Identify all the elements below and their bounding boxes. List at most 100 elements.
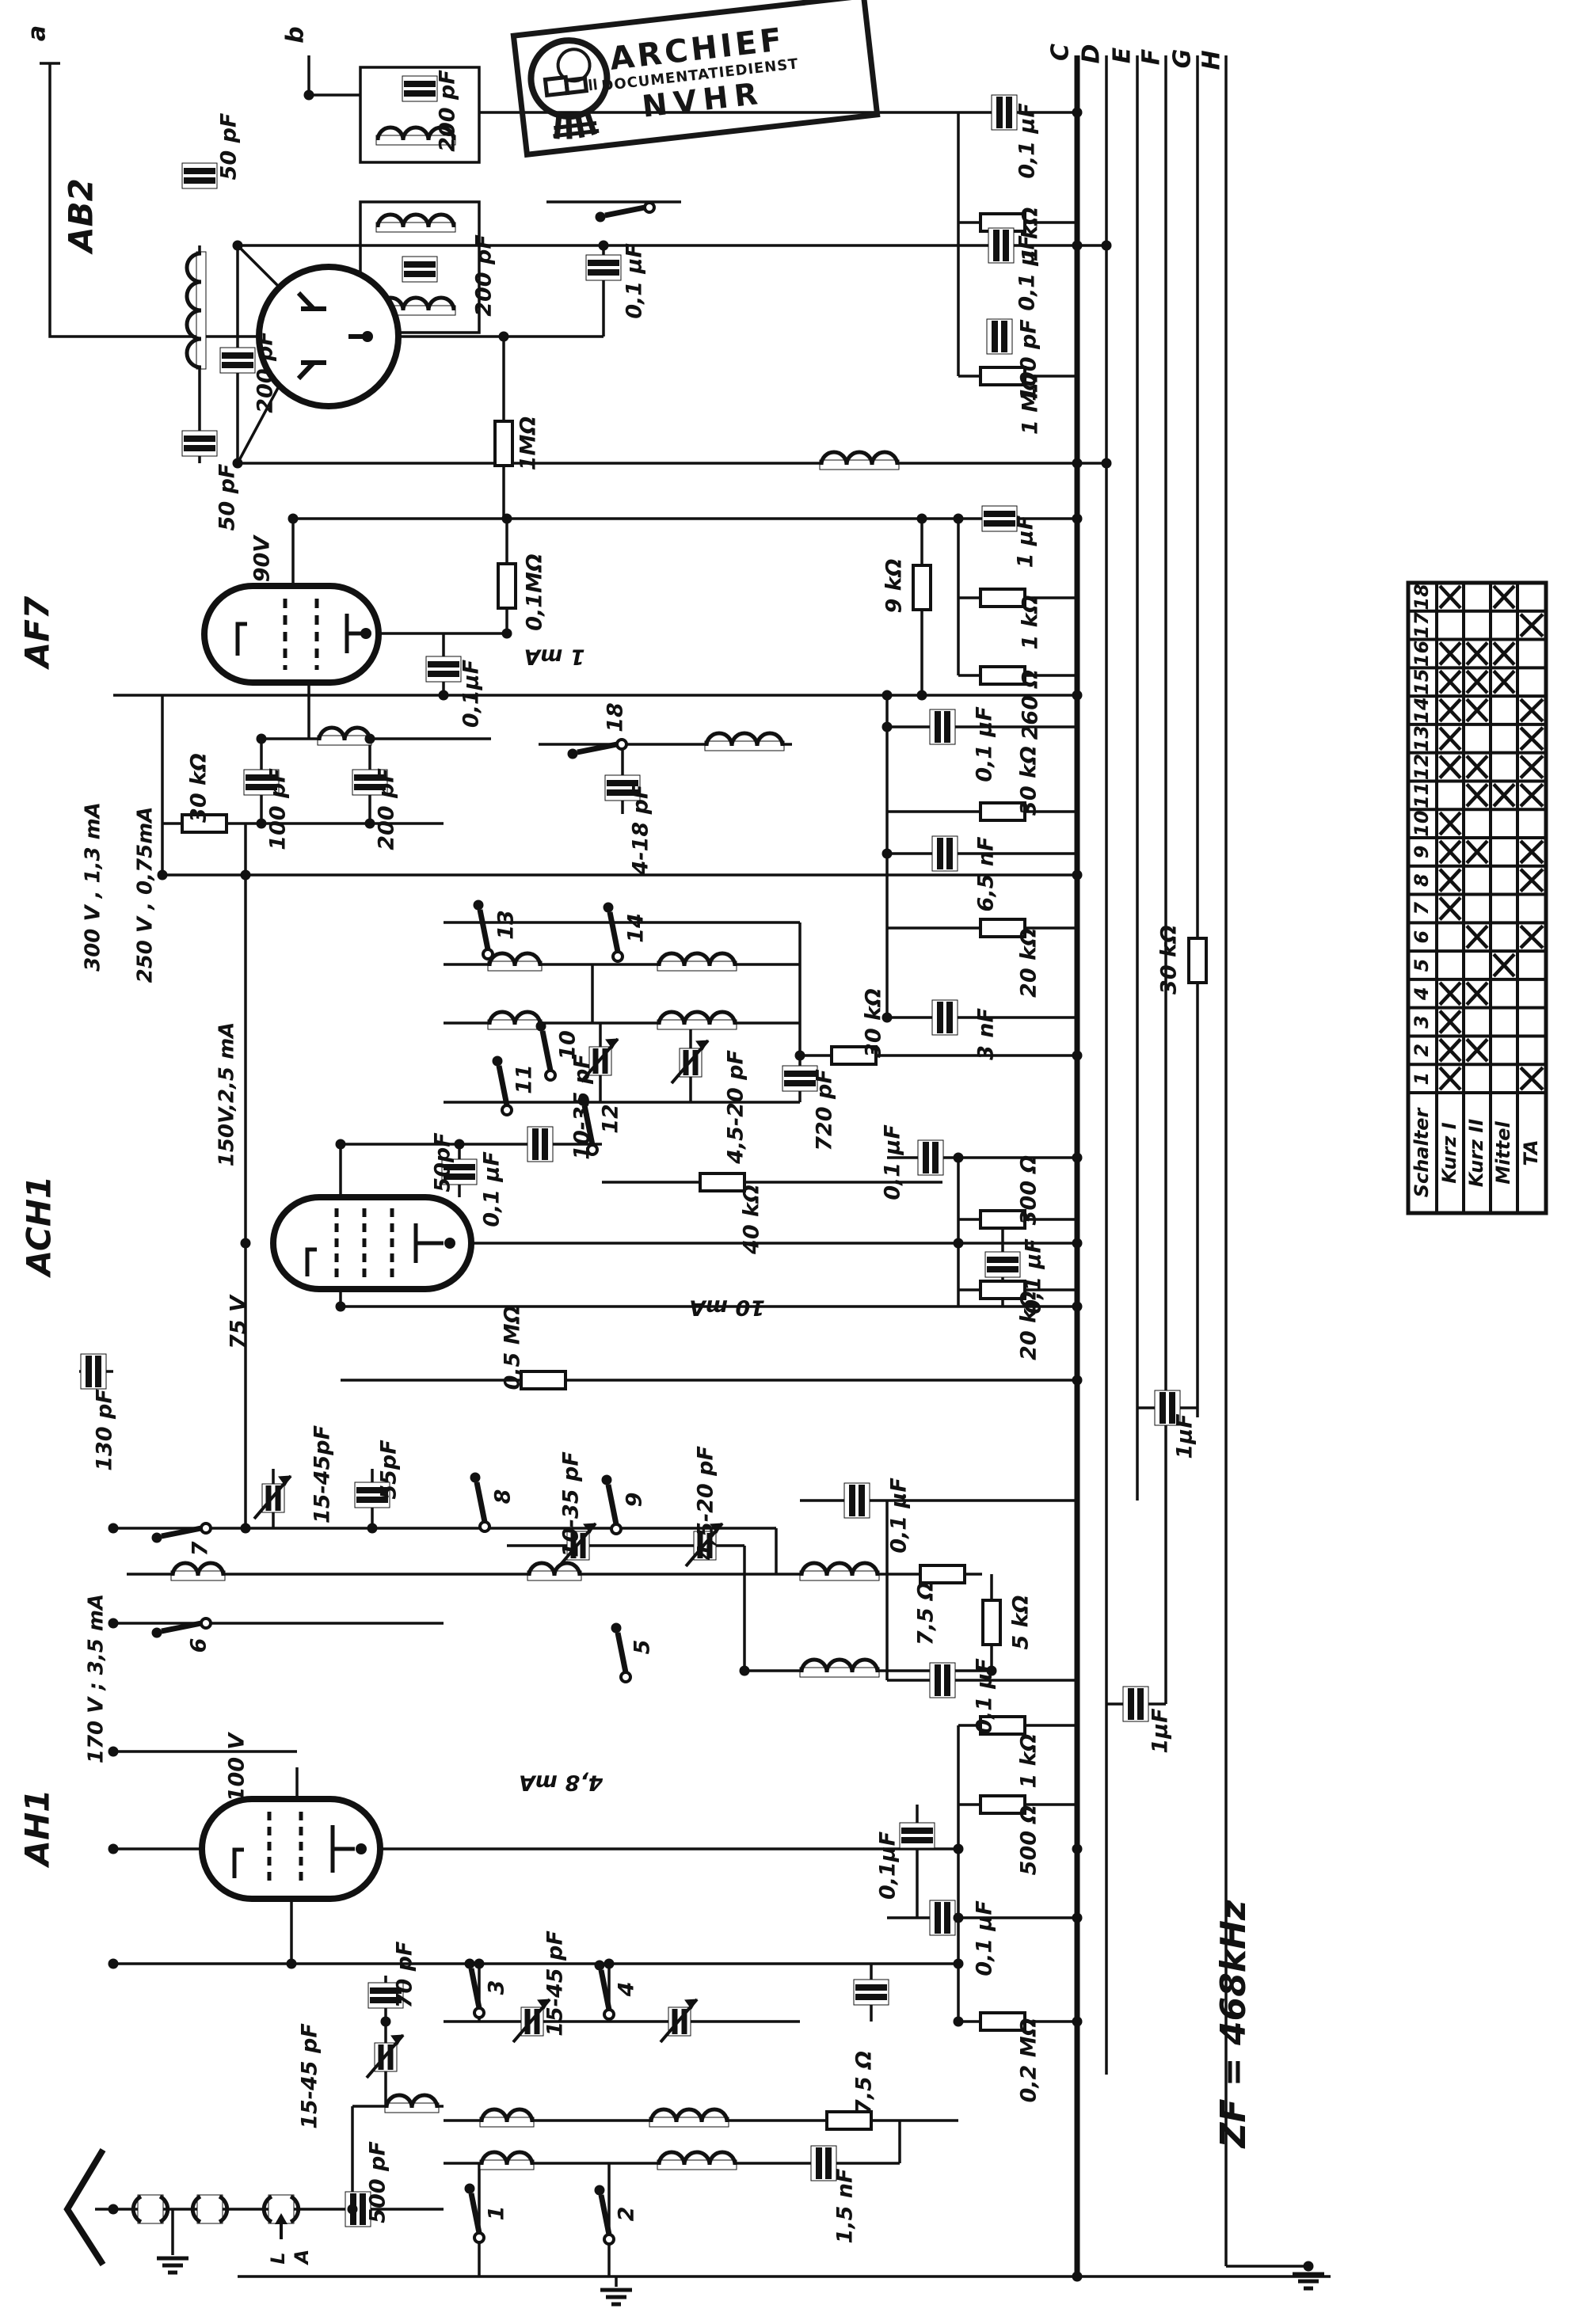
tubes bbox=[199, 264, 474, 1902]
coil-rf2 bbox=[527, 1563, 581, 1580]
coil-ant4 bbox=[657, 2152, 737, 2170]
junction-dot bbox=[953, 513, 964, 524]
coil-ab2-tank bbox=[187, 252, 206, 369]
table-x-mark bbox=[1465, 755, 1489, 779]
table-col-5: 5 bbox=[1411, 959, 1433, 972]
label-cap-01uf-mid: 0,1 μF bbox=[887, 1478, 912, 1554]
capacitor-01uf-top bbox=[992, 95, 1017, 130]
coil-ant5 bbox=[385, 2095, 439, 2113]
label-cap-3nf: 3 nF bbox=[974, 1008, 999, 1060]
junction-dot bbox=[232, 240, 243, 251]
label-volt-300v: 300 V , 1,3 mA bbox=[82, 802, 105, 972]
label-cap-50pf-bottom: 50 pF bbox=[215, 463, 240, 531]
table-x-mark bbox=[1438, 726, 1462, 751]
junction-dot bbox=[953, 1958, 964, 1969]
junction-dot bbox=[1072, 1912, 1083, 1923]
capacitor-200pf-ift2 bbox=[402, 257, 437, 282]
tube-af7 bbox=[201, 583, 382, 686]
coil-if2a bbox=[488, 1012, 542, 1029]
table-col-12: 12 bbox=[1411, 754, 1433, 780]
capacitor-01uf-cath bbox=[900, 1823, 935, 1848]
junction-dots bbox=[108, 89, 1314, 2282]
label-cap-200pf-tank: 200 pF bbox=[253, 331, 278, 413]
junction-dot bbox=[108, 1958, 119, 1969]
label-cap-01uf-2: 0,1 μF bbox=[1015, 235, 1040, 311]
capacitor-01uf-3 bbox=[930, 709, 955, 744]
table-col-2: 2 bbox=[1411, 1044, 1433, 1057]
plug-icon bbox=[192, 2195, 227, 2223]
table-x-mark bbox=[1519, 1066, 1544, 1091]
label-cap-01uf-stack: 0,1 μF bbox=[1022, 1238, 1046, 1314]
junction-dot bbox=[1072, 513, 1083, 524]
junction-dot bbox=[1072, 107, 1083, 118]
table-col-3: 3 bbox=[1411, 1015, 1433, 1029]
table-col-18: 18 bbox=[1411, 584, 1433, 610]
capacitor-01uf-2 bbox=[988, 228, 1014, 263]
label-cap-130pf: 130 pF bbox=[93, 1389, 117, 1471]
label-trim-1035-osc: 10-35 pF bbox=[570, 1054, 595, 1160]
switch-4 bbox=[595, 1961, 614, 2019]
label-volt-170v: 170 V ; 3,5 mA bbox=[85, 1594, 109, 1763]
capacitor-01uf-ah1a bbox=[930, 1663, 955, 1698]
table-x-mark bbox=[1492, 584, 1516, 610]
table-x-mark bbox=[1438, 868, 1462, 893]
label-cap-01uf-osc: 0,1 μF bbox=[480, 1151, 505, 1227]
table-x-mark bbox=[1438, 641, 1462, 666]
wires bbox=[40, 55, 1331, 2287]
capacitor-100pf-2 bbox=[987, 319, 1012, 354]
label-res-300ohm: 300 Ω bbox=[1017, 1155, 1041, 1226]
table-x-mark bbox=[1492, 641, 1516, 666]
table-x-mark bbox=[1438, 669, 1462, 694]
label-cap-50pf-top: 50 pF bbox=[217, 112, 242, 180]
table-x-mark bbox=[1438, 755, 1462, 779]
capacitor-01uf-ab2 bbox=[586, 255, 621, 280]
switch-5 bbox=[611, 1623, 630, 1682]
table-col-6: 6 bbox=[1411, 930, 1433, 944]
junction-dot bbox=[256, 818, 267, 829]
junction-dot bbox=[953, 1152, 964, 1163]
junction-dot bbox=[1072, 690, 1083, 701]
label-res-1k-top: 1 kΩ bbox=[1019, 207, 1043, 261]
table-x-mark bbox=[1465, 839, 1489, 865]
junction-dot bbox=[881, 1012, 893, 1023]
junction-dot bbox=[287, 513, 299, 524]
label-volt-150v: 150V,2,5 mA bbox=[215, 1022, 239, 1167]
label-cur-48ma: 4,8 mA bbox=[519, 1771, 604, 1795]
switch-ab2 bbox=[596, 203, 654, 222]
switch-6 bbox=[152, 1618, 211, 1637]
junction-dot bbox=[953, 2016, 964, 2027]
junction-dot bbox=[1072, 2271, 1083, 2282]
label-res-500ohm: 500 Ω bbox=[1017, 1805, 1041, 1876]
junction-dot bbox=[598, 240, 609, 251]
table-col-14: 14 bbox=[1411, 697, 1433, 723]
label-cap-1uf-det: 1 μF bbox=[1014, 515, 1038, 568]
junction-dot bbox=[454, 1139, 465, 1150]
table-x-mark bbox=[1438, 811, 1462, 836]
junction-dot bbox=[1072, 1050, 1083, 1061]
label-res-9k: 9 kΩ bbox=[882, 558, 907, 613]
junction-dot bbox=[1072, 240, 1083, 251]
junction-dot bbox=[1072, 1152, 1083, 1163]
label-res-260ohm: 260 Ω bbox=[1019, 670, 1043, 740]
label-cap-01uf-af7: 0,1μF bbox=[459, 659, 484, 728]
table-x-mark bbox=[1465, 924, 1489, 949]
label-volt-100v: 100 V bbox=[225, 1732, 249, 1802]
label-sw-6: 6 bbox=[187, 1638, 211, 1653]
label-cap-100pf-af7: 100 pF bbox=[266, 768, 291, 850]
junction-dot bbox=[286, 1958, 297, 1969]
label-cap-01uf-ah1b: 0,1 μF bbox=[973, 1900, 997, 1976]
table-x-mark bbox=[1438, 584, 1462, 610]
capacitor-50pf-bottom bbox=[182, 431, 217, 456]
label-bus-h: H bbox=[1198, 50, 1226, 70]
label-res-20k-2: 20 kΩ bbox=[1017, 1291, 1041, 1360]
label-sw-9: 9 bbox=[623, 1493, 647, 1508]
table-col-9: 9 bbox=[1411, 846, 1433, 859]
label-if-freq: ZF = 468kHz bbox=[1213, 1900, 1254, 2149]
junction-dot bbox=[364, 818, 375, 829]
label-cap-01uf-ah1a: 0,1 μF bbox=[973, 1658, 997, 1734]
junction-dot bbox=[303, 89, 314, 101]
junction-dot bbox=[232, 458, 243, 469]
label-res-75ohm-1: 7,5 Ω bbox=[914, 1582, 939, 1645]
arrow-icon bbox=[275, 2213, 287, 2224]
junction-dot bbox=[1072, 869, 1083, 881]
